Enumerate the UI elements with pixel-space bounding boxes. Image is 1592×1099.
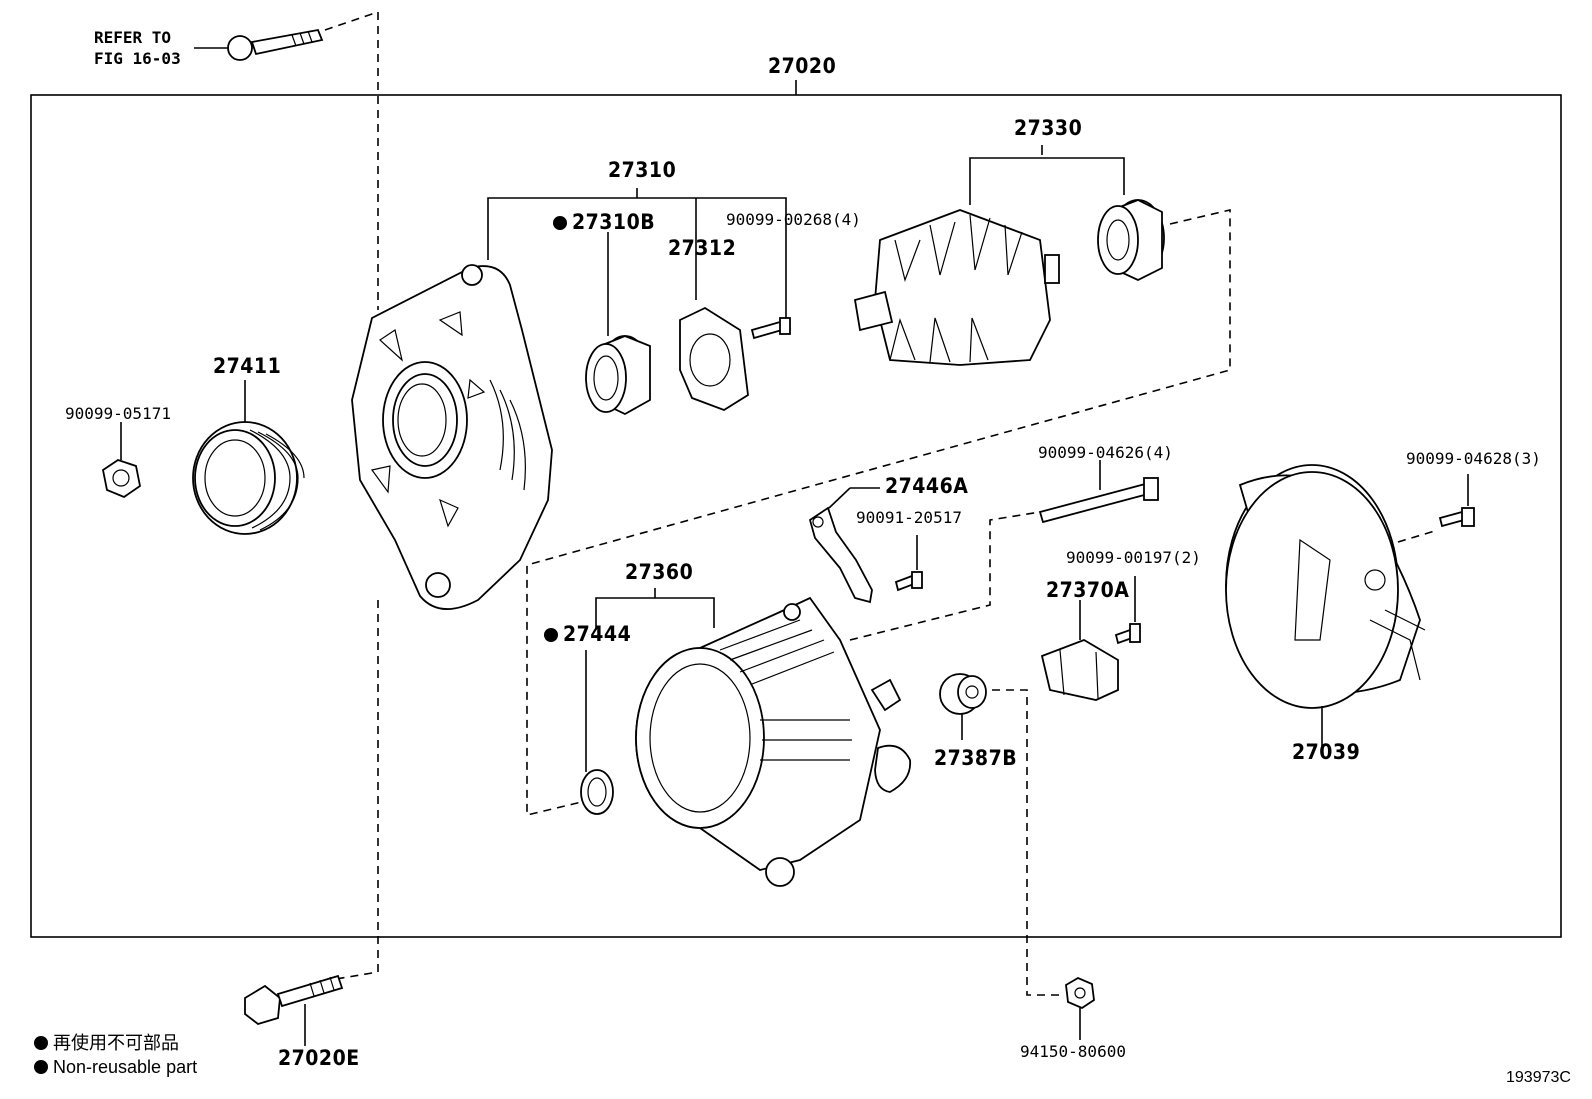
callout-27020E: 27020E xyxy=(278,1046,360,1070)
callout-27360: 27360 xyxy=(625,560,694,584)
bracket-27446A xyxy=(808,487,880,604)
pulley-27411 xyxy=(192,380,305,535)
screw-90099-00197 xyxy=(1114,576,1141,645)
rotor-27330 xyxy=(853,145,1125,366)
callout-27310B: 27310B xyxy=(553,212,655,233)
ring-27444 xyxy=(580,650,614,815)
screw-90091-20517 xyxy=(894,535,923,592)
nut-94150-80600 xyxy=(1065,976,1095,1040)
stator-27360 xyxy=(595,588,912,887)
callout-90099-04628: 90099-04628(3) xyxy=(1406,449,1541,468)
callout-27020: 27020 xyxy=(768,54,837,78)
legend-jp: 再使用不可部品 xyxy=(34,1034,179,1052)
callout-27446A: 27446A xyxy=(885,474,969,498)
callout-27411: 27411 xyxy=(213,354,282,378)
callout-27370A: 27370A xyxy=(1046,578,1130,602)
figure-id: 193973C xyxy=(1506,1069,1571,1086)
nut-90099-05171 xyxy=(101,422,141,499)
callout-90099-05171: 90099-05171 xyxy=(65,404,171,423)
screw-90099-04628 xyxy=(1397,474,1475,543)
callout-94150-80600: 94150-80600 xyxy=(1020,1042,1126,1061)
callout-27330: 27330 xyxy=(1014,116,1083,140)
rotor-bearing xyxy=(1097,199,1165,281)
callout-27312: 27312 xyxy=(668,236,737,260)
non-reusable-dot-icon xyxy=(544,628,558,642)
bearing-27310B xyxy=(585,335,651,416)
non-reusable-dot-icon xyxy=(34,1060,48,1074)
bolt-27020E xyxy=(244,974,344,1046)
bolt-refer-fig xyxy=(194,28,324,61)
callout-90091-20517: 90091-20517 xyxy=(856,508,962,527)
callout-27444: 27444 xyxy=(544,624,631,645)
callout-90099-00197: 90099-00197(2) xyxy=(1066,548,1201,567)
legend-en: Non-reusable part xyxy=(34,1058,197,1076)
screw-90099-00268 xyxy=(750,317,791,340)
callout-90099-00268: 90099-00268(4) xyxy=(726,210,861,229)
callout-27039: 27039 xyxy=(1292,740,1361,764)
callout-27387B: 27387B xyxy=(934,746,1018,770)
plate-27312 xyxy=(679,306,749,411)
callout-90099-04626: 90099-04626(4) xyxy=(1038,443,1173,462)
non-reusable-dot-icon xyxy=(34,1036,48,1050)
non-reusable-dot-icon xyxy=(553,216,567,230)
bolt-90099-04626 xyxy=(1038,460,1159,524)
callout-27310: 27310 xyxy=(608,158,677,182)
regulator-27370A xyxy=(1040,600,1119,701)
drive-end-frame xyxy=(351,264,553,610)
bushing-27387B xyxy=(939,673,1065,996)
cover-27039 xyxy=(1225,464,1426,750)
